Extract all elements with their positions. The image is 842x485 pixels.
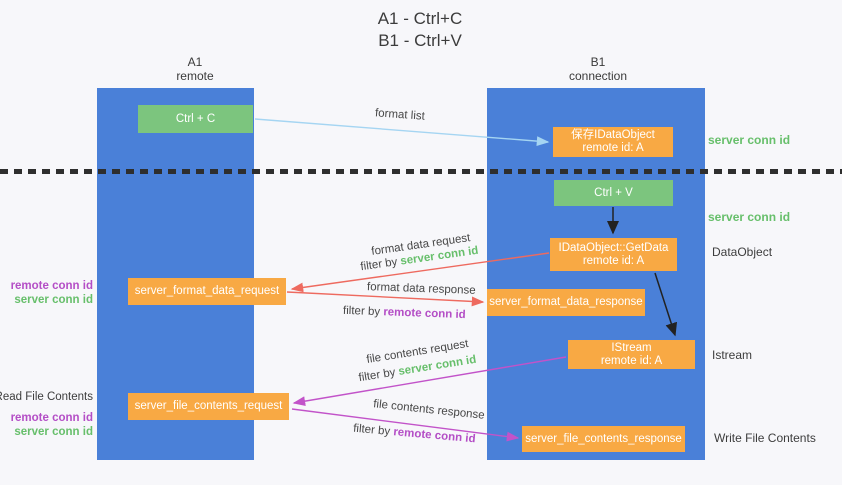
label-dataobject: DataObject xyxy=(712,245,773,259)
label-write-file-contents: Write File Contents xyxy=(714,431,816,445)
lifeline-header-a1: A1 remote xyxy=(115,55,275,83)
node-ctrl-v[interactable]: Ctrl + V xyxy=(554,180,673,206)
filter-remote-conn-id-2: remote conn id xyxy=(392,426,477,446)
label-remote-conn-id-2: remote conn id xyxy=(10,412,93,424)
title-line-1: A1 - Ctrl+C xyxy=(377,9,463,28)
node-istream-line2: remote id: A xyxy=(600,354,663,367)
lifeline-header-b1: B1 connection xyxy=(518,55,678,83)
node-ctrl-c-label: Ctrl + C xyxy=(175,112,216,125)
node-save-dataobject-line2: remote id: A xyxy=(582,142,644,154)
session-separator-line xyxy=(0,169,842,174)
node-format-response[interactable]: server_format_data_response xyxy=(487,289,645,316)
filter-by-text-1: filter by xyxy=(359,256,399,274)
node-format-request[interactable]: server_format_data_request xyxy=(128,278,286,305)
filter-by-text-2: filter by xyxy=(342,304,381,319)
node-file-request-label: server_file_contents_request xyxy=(134,400,283,412)
node-ctrl-c[interactable]: Ctrl + C xyxy=(138,105,253,133)
label-server-conn-id-mid: server conn id xyxy=(708,210,791,224)
label-server-conn-id-2: server conn id xyxy=(14,426,93,438)
node-file-response-label: server_file_contents_response xyxy=(525,432,682,445)
title-line-2: B1 - Ctrl+V xyxy=(378,31,462,50)
node-ctrl-v-label: Ctrl + V xyxy=(594,186,633,199)
node-save-dataobject-line1: 保存IDataObject xyxy=(571,129,655,141)
node-getdata[interactable]: IDataObject::GetData remote id: A xyxy=(550,238,677,271)
label-istream: Istream xyxy=(712,348,753,362)
lifeline-a1-name: A1 xyxy=(187,55,203,69)
node-istream-line1: IStream xyxy=(611,341,652,354)
label-remote-conn-id-1: remote conn id xyxy=(10,280,93,292)
arrow-label-format-list: format list xyxy=(374,107,426,123)
node-file-response[interactable]: server_file_contents_response xyxy=(522,426,685,452)
filter-by-text-3: filter by xyxy=(357,366,397,385)
arrow-label-file-contents-response: file contents response xyxy=(372,398,486,422)
conn-id-pair-format: remote conn id server conn id xyxy=(11,279,93,307)
node-getdata-line2: remote id: A xyxy=(582,254,645,267)
node-format-response-label: server_format_data_response xyxy=(489,296,643,308)
node-save-dataobject[interactable]: 保存IDataObject remote id: A xyxy=(553,127,673,157)
label-server-conn-id-1: server conn id xyxy=(14,294,93,306)
filter-remote-conn-id-1: remote conn id xyxy=(383,306,466,322)
node-format-request-label: server_format_data_request xyxy=(134,285,280,297)
lifeline-b1-name: B1 xyxy=(590,55,606,69)
diagram-title: A1 - Ctrl+C B1 - Ctrl+V xyxy=(300,8,540,52)
node-istream[interactable]: IStream remote id: A xyxy=(568,340,695,369)
node-getdata-line1: IDataObject::GetData xyxy=(558,241,669,254)
filter-by-text-4: filter by xyxy=(352,422,391,438)
arrow-label-format-data-response: format data response xyxy=(366,281,476,297)
lifeline-a1-subtitle: remote xyxy=(176,69,214,83)
label-server-conn-id-top: server conn id xyxy=(708,133,791,147)
arrow-label-filter-remote-1: filter by remote conn id xyxy=(343,305,466,321)
conn-id-pair-file: remote conn id server conn id xyxy=(11,411,93,439)
lifeline-b1-subtitle: connection xyxy=(568,69,628,83)
node-file-request[interactable]: server_file_contents_request xyxy=(128,393,289,420)
label-read-file-contents: Read File Contents xyxy=(0,391,93,403)
arrow-label-filter-remote-2: filter by remote conn id xyxy=(353,423,476,446)
